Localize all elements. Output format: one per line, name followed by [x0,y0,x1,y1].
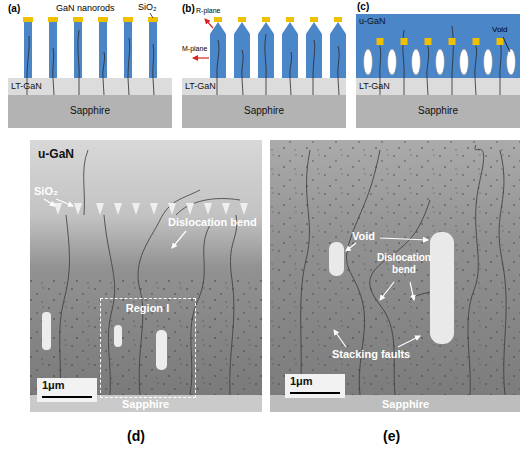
scale-label: 1μm [290,375,313,388]
layer-band: Sapphire [182,95,346,128]
layer-label: Sapphire [182,105,346,117]
panel-label: (c) [357,1,369,13]
part-label: Void [492,25,508,34]
layer-label: Sapphire [8,105,172,117]
layer-label: Sapphire [122,398,169,411]
layer-band: Sapphire [8,95,172,128]
scale-label: 1μm [42,379,65,392]
layer-band: LT-GaN [182,78,346,95]
panel-label: (b) [182,3,195,15]
part-label: SiO₂ [138,2,157,12]
panel-label: (d) [127,428,145,444]
plane-label: R-plane [196,7,221,15]
panel-label: (a) [8,3,20,15]
layer-label: Sapphire [356,105,520,117]
layer-band: LT-GaN [356,78,520,95]
feature-label: Stacking faults [332,348,410,361]
panel-label: (e) [383,428,400,444]
layer-label: u-GaN [38,148,74,162]
layer-band: LT-GaN [8,78,172,95]
layer-band: u-GaN [356,14,520,78]
layer-label: LT-GaN [185,81,216,91]
tem-image-d [30,140,262,412]
layer-label: Sapphire [382,398,429,411]
plane-label: M-plane [182,45,207,53]
feature-label: Dislocation bend [168,216,257,229]
feature-label: SiO₂ [34,185,58,198]
feature-label: Void [352,230,375,243]
tem-image-e [270,140,520,412]
region-box: Region I [100,298,196,398]
schematic-c [356,14,520,128]
tem-image: u-GaN SiO₂ Dislocation bend 1μmSapphire Regi… [30,140,262,412]
region-label: Region I [101,302,194,315]
layer-label: LT-GaN [11,81,42,91]
layer-label: LT-GaN [359,81,390,91]
schematic-b [182,17,346,128]
schematic-a [8,13,172,128]
tem-image: VoidDislocation bendStacking faults 1μmSa… [270,140,520,412]
layer-band: Sapphire [356,95,520,128]
feature-label: Dislocation bend [376,252,432,275]
layer-label: u-GaN [359,16,386,26]
part-label: GaN nanorods [56,3,115,13]
